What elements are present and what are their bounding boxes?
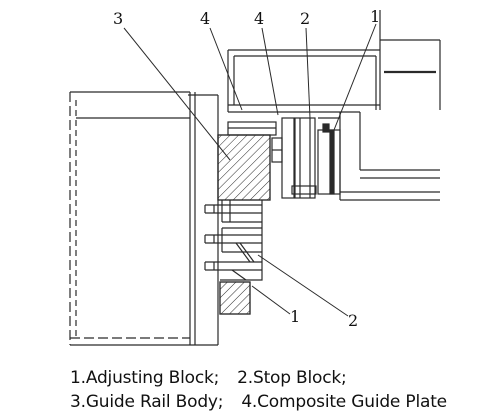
callout-4-top-right: 4 (254, 9, 264, 28)
legend-label-adjusting-block: Adjusting Block; (85, 368, 220, 388)
legend-label-stop-block: Stop Block; (253, 368, 347, 388)
callout-1-top: 1 (370, 7, 380, 26)
composite-guide-plates (271, 117, 341, 199)
stop-block (219, 281, 251, 315)
legend-num-2: 2. (237, 368, 253, 388)
mechanical-drawing: 3 4 4 2 1 1 2 (69, 7, 441, 346)
upper-frame (227, 10, 441, 201)
left-housing (69, 91, 219, 346)
callout-3-top: 3 (113, 9, 123, 28)
legend-label-composite-guide-plate: Composite Guide Plate (257, 392, 447, 412)
legend-num-3: 3. (70, 392, 86, 412)
legend-num-4: 4. (241, 392, 258, 412)
callout-4-top-left: 4 (200, 9, 210, 28)
legend-line-1: 1.Adjusting Block; 2.Stop Block; (70, 368, 496, 388)
guide-rail-body (217, 121, 277, 201)
legend-label-guide-rail-body: Guide Rail Body; (85, 392, 224, 412)
legend-line-2: 3.Guide Rail Body; 4.Composite Guide Plat… (70, 392, 496, 412)
callout-2-bottom: 2 (348, 311, 358, 330)
callout-2-top: 2 (300, 9, 310, 28)
legend-num-1: 1. (70, 368, 86, 388)
callout-1-bottom: 1 (290, 307, 300, 326)
adjusting-block (204, 200, 263, 281)
leader-lines (123, 23, 377, 317)
